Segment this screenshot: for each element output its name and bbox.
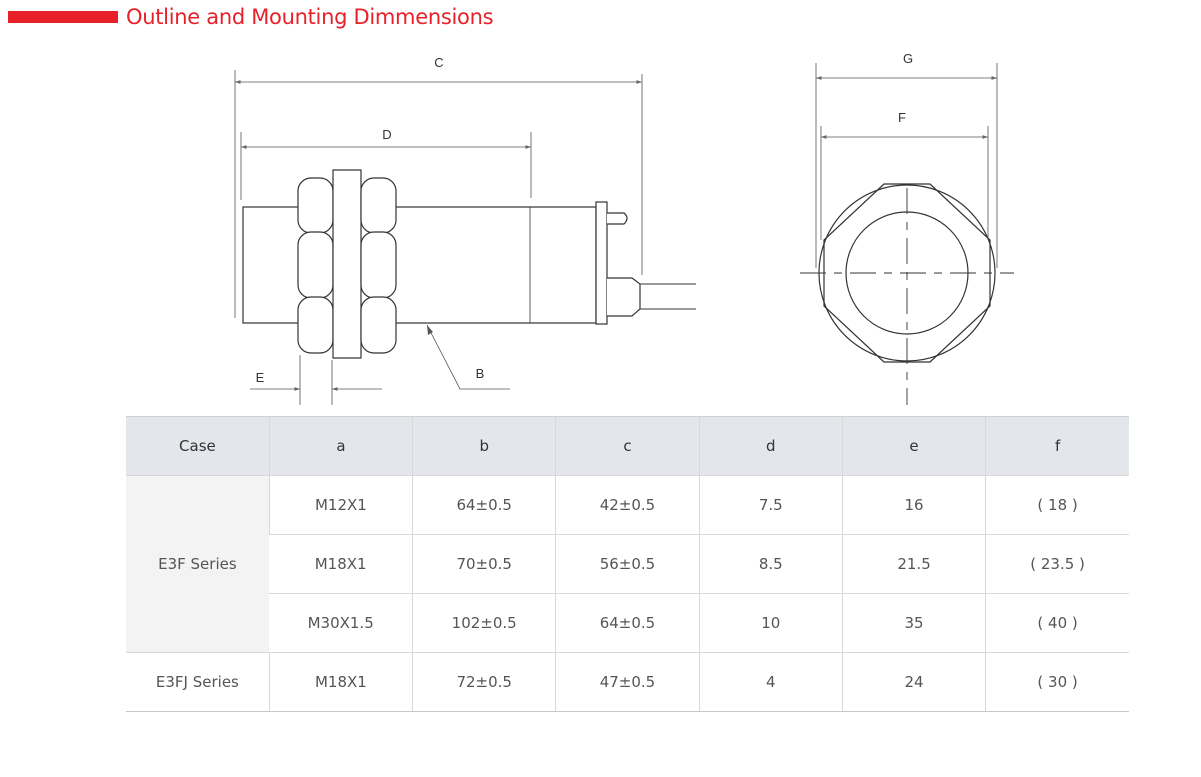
table-cell: 24 [841, 652, 986, 712]
table-row: E3F Series M12X1 64±0.5 42±0.5 7.5 16 ( … [126, 475, 1129, 653]
cable-gland [607, 277, 641, 317]
header-cell-f: f [985, 416, 1129, 476]
table-cell: M12X1 [268, 475, 413, 535]
table-cell: 21.5 [841, 534, 986, 594]
table-cell: ( 30 ) [985, 652, 1129, 712]
table-cell: 102±0.5 [412, 593, 556, 653]
section-heading: Outline and Mounting Dimmensions [8, 4, 494, 30]
nut-left [297, 177, 334, 354]
table-cell: M18X1 [268, 652, 413, 712]
rear-flange [595, 201, 608, 325]
label-c: C [434, 55, 443, 70]
table-header: Case a b c d e f [126, 416, 1129, 476]
dimension-lines [234, 70, 643, 405]
nut-right [360, 177, 397, 354]
case-cell: E3FJ Series [126, 652, 270, 712]
leader-b [426, 324, 510, 390]
header-cell-b: b [412, 416, 556, 476]
table-row: E3FJ Series M18X1 72±0.5 47±0.5 4 24 ( 3… [126, 652, 1129, 712]
accent-bar [8, 11, 118, 23]
table-cell: 64±0.5 [412, 475, 556, 535]
table-cell: ( 23.5 ) [985, 534, 1129, 594]
table-cell: 47±0.5 [555, 652, 700, 712]
sensor-body [242, 206, 597, 324]
label-f: F [898, 110, 906, 125]
table-row: M30X1.5 102±0.5 64±0.5 10 35 ( 40 ) [126, 593, 1129, 653]
header-cell-case: Case [126, 416, 270, 476]
table-cell: 4 [698, 652, 843, 712]
section-title: Outline and Mounting Dimmensions [126, 5, 494, 29]
label-b: B [476, 366, 485, 381]
table-cell: 42±0.5 [555, 475, 700, 535]
label-d: D [382, 127, 391, 142]
table-cell: 64±0.5 [555, 593, 700, 653]
table-cell: ( 18 ) [985, 475, 1129, 535]
dimensions-table: Case a b c d e f E3F Series M12X1 64±0.5… [126, 416, 1129, 712]
header-cell-c: c [555, 416, 700, 476]
table-cell: ( 40 ) [985, 593, 1129, 653]
washer [332, 169, 362, 359]
side-view [242, 169, 696, 359]
table-row: M18X1 70±0.5 56±0.5 8.5 21.5 ( 23.5 ) [126, 534, 1129, 594]
header-cell-d: d [698, 416, 843, 476]
header-cell-e: e [841, 416, 986, 476]
outline-drawing: C D E B G F [234, 51, 1014, 405]
indicator-tab [607, 212, 628, 225]
label-g: G [903, 51, 913, 66]
front-dimension-lines [815, 63, 998, 268]
table-cell: 7.5 [698, 475, 843, 535]
table-cell: 35 [841, 593, 986, 653]
table-cell: 72±0.5 [412, 652, 556, 712]
label-e: E [256, 370, 265, 385]
table-cell: M18X1 [269, 534, 413, 594]
case-cell: E3F Series [126, 475, 270, 653]
table-cell: 56±0.5 [555, 534, 700, 594]
table-cell: M30X1.5 [269, 593, 413, 653]
table-cell: 70±0.5 [412, 534, 556, 594]
hex-nut-outline [823, 183, 991, 363]
front-view [800, 183, 1014, 405]
table-cell: 8.5 [698, 534, 843, 594]
table-cell: 10 [698, 593, 843, 653]
table-cell: 16 [841, 475, 986, 535]
header-cell-a: a [268, 416, 413, 476]
